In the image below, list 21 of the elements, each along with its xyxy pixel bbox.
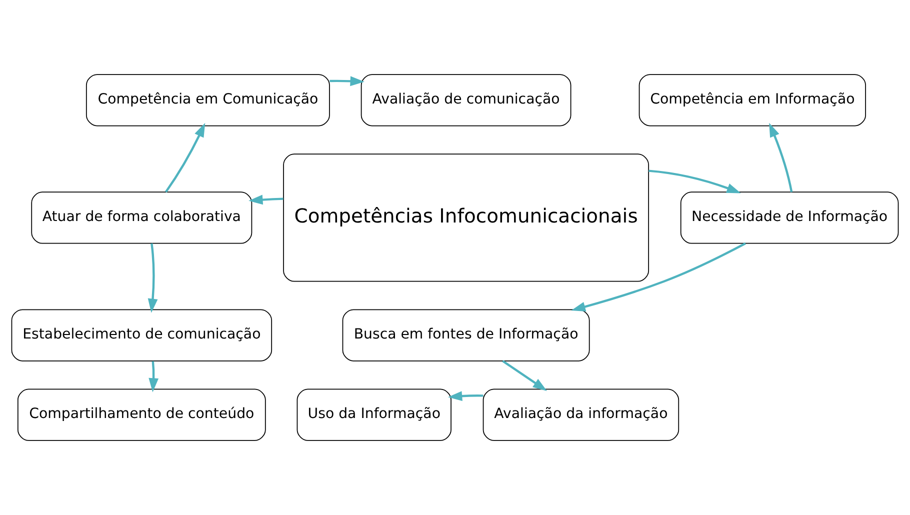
arrow: [330, 76, 364, 86]
arrow: [648, 170, 741, 194]
arrow: [448, 391, 484, 401]
node-box: Compartilhamento de conteúdo: [17, 388, 266, 441]
node-box: Estabelecimento de comunicação: [11, 309, 272, 362]
arrow: [148, 243, 158, 313]
node-box: Atuar de forma colaborativa: [31, 192, 252, 244]
node-box: Avaliação da informação: [482, 388, 680, 441]
arrow: [164, 122, 206, 193]
node-box: Busca em fontes de Informação: [342, 309, 590, 362]
arrow: [148, 361, 159, 392]
arrow: [769, 122, 793, 192]
arrow: [248, 194, 284, 205]
node-box: Competência em Informação: [638, 74, 866, 126]
arrow: [571, 242, 746, 312]
arrow: [502, 360, 547, 391]
node-box: Uso da Informação: [296, 388, 452, 441]
node-box: Competência em Comunicação: [86, 74, 330, 126]
node-box: Necessidade de Informação: [680, 192, 899, 244]
node-box: Avaliação de comunicação: [360, 74, 572, 126]
node-box: Competências Infocomunicacionais: [283, 154, 650, 282]
